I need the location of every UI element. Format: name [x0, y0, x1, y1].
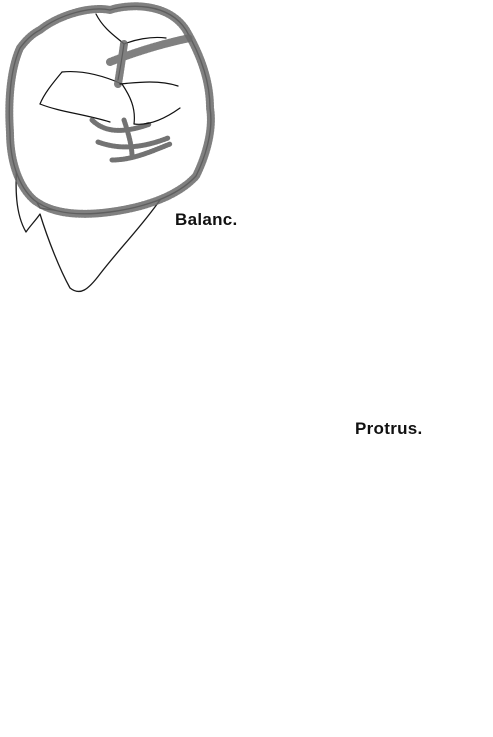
protrusive-label: Protrus. [355, 419, 423, 439]
balancing-label: Balanc. [175, 210, 238, 230]
tooth-working [9, 6, 211, 291]
